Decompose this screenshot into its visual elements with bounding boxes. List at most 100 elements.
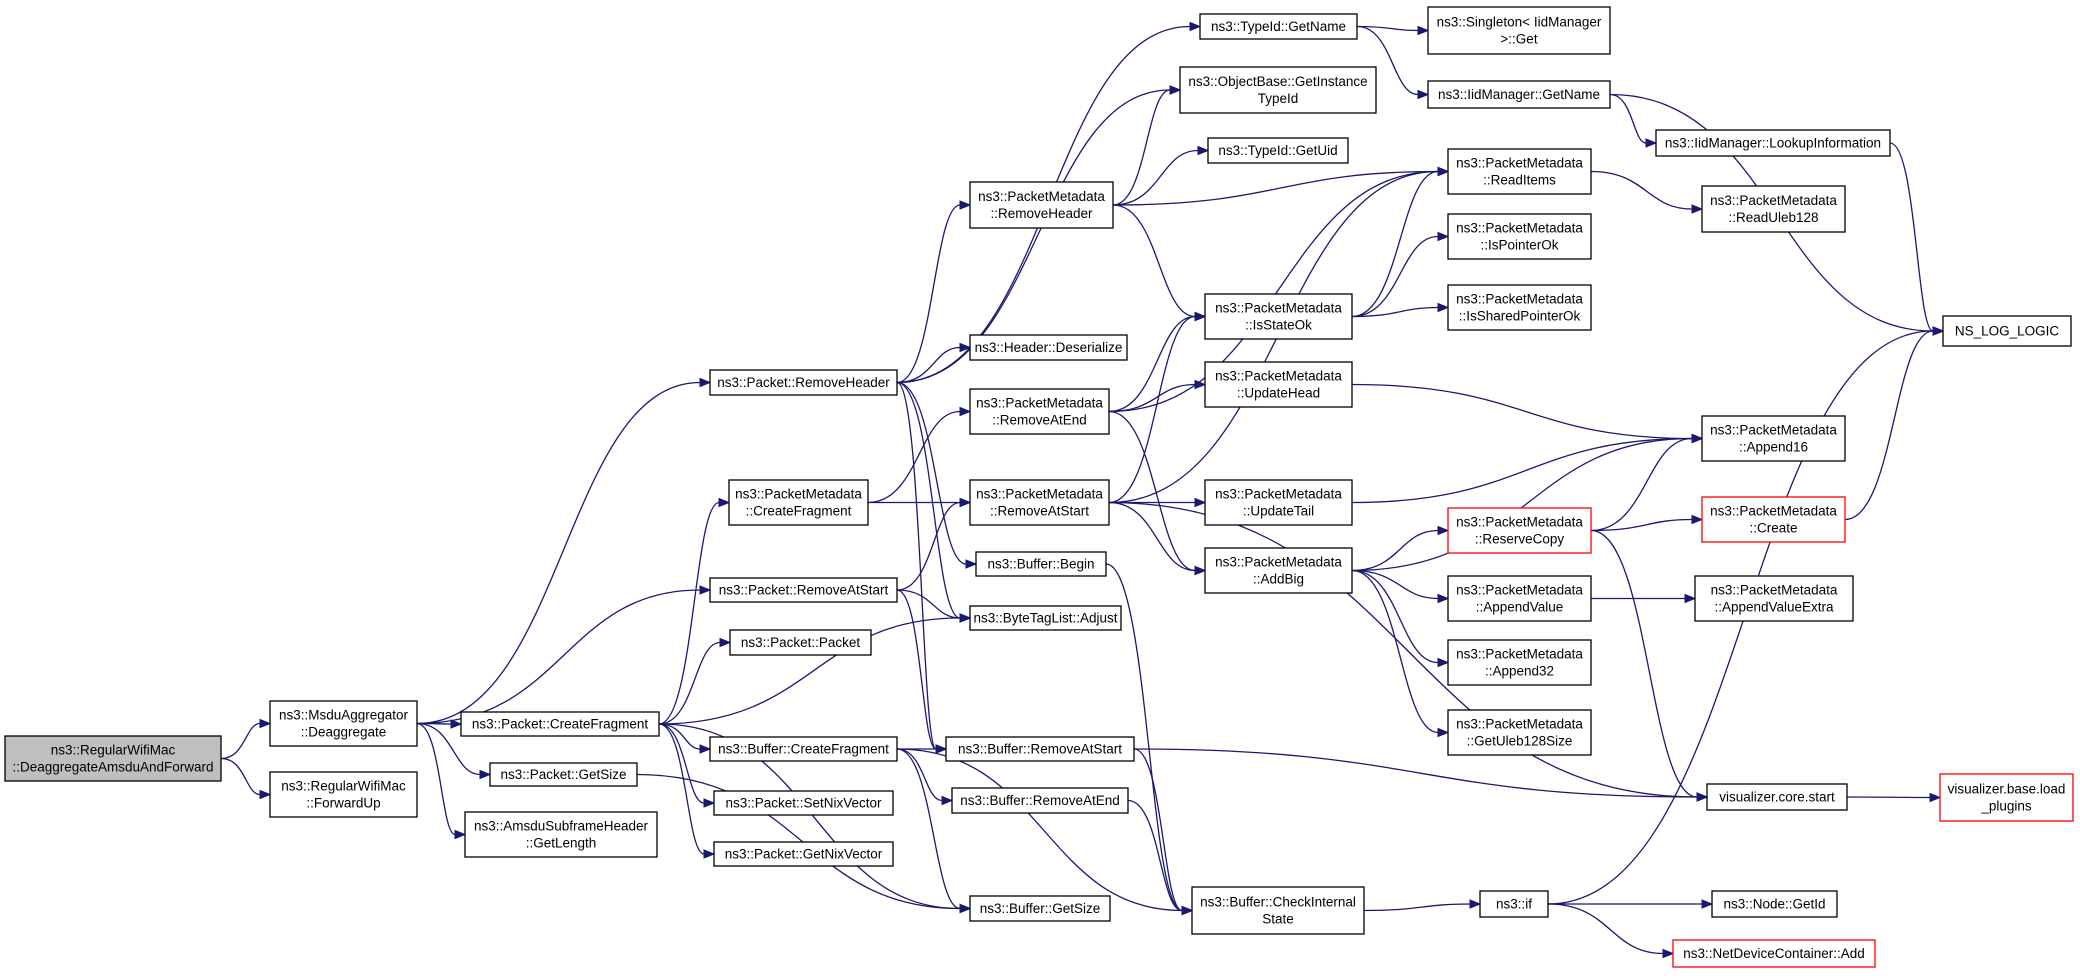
node-pm-readitems[interactable]: ns3::PacketMetadata::ReadItems [1447, 148, 1592, 195]
node-pm-issharedptrok[interactable]: ns3::PacketMetadata::IsSharedPointerOk [1447, 284, 1592, 331]
edge-arrowhead [1691, 433, 1704, 444]
edge-line [1108, 315, 1196, 413]
node-pkt-setnix[interactable]: ns3::Packet::SetNixVector [713, 790, 894, 816]
edge-typeid-getname-to-singleton-get [1356, 25, 1430, 36]
edge-arrowhead [959, 613, 972, 623]
node-label: ns3::Buffer::GetSize [980, 901, 1101, 916]
node-typeid-getuid[interactable]: ns3::TypeId::GetUid [1207, 137, 1349, 164]
node-pm-appendvalueextra[interactable]: ns3::PacketMetadata::AppendValueExtra [1694, 575, 1854, 622]
node-pkt-removeatstart[interactable]: ns3::Packet::RemoveAtStart [709, 577, 898, 603]
node-label: ns3::PacketMetadata [1710, 193, 1837, 208]
node-pm-reservecopy[interactable]: ns3::PacketMetadata::ReserveCopy [1447, 507, 1592, 554]
edge-arrowhead [1169, 85, 1182, 95]
node-btl-adjust[interactable]: ns3::ByteTagList::Adjust [969, 605, 1122, 631]
node-pm-addbig[interactable]: ns3::PacketMetadata::AddBig [1204, 547, 1353, 594]
node-box [1694, 575, 1854, 622]
node-ndc-add[interactable]: ns3::NetDeviceContainer::Add [1672, 939, 1876, 968]
node-pkt-createfragment[interactable]: ns3::Packet::CreateFragment [460, 711, 660, 737]
edge-line [658, 501, 720, 725]
edge-line [1351, 235, 1439, 318]
node-pm-isstateok[interactable]: ns3::PacketMetadata::IsStateOk [1204, 293, 1353, 340]
edge-arrowhead [1437, 727, 1450, 738]
edge-line [867, 410, 961, 504]
node-pm-removeatend[interactable]: ns3::PacketMetadata::RemoveAtEnd [969, 388, 1110, 435]
node-iid-getname[interactable]: ns3::IidManager::GetName [1427, 80, 1611, 109]
edge-arrowhead [959, 342, 972, 353]
edge-arrowhead [1194, 311, 1207, 322]
node-box [1204, 547, 1353, 594]
edge-msdu-deagg-to-pkt-removeheader [416, 377, 712, 725]
node-buf-removeatend[interactable]: ns3::Buffer::RemoveAtEnd [951, 787, 1129, 814]
node-pm-removeheader[interactable]: ns3::PacketMetadata::RemoveHeader [969, 181, 1114, 229]
node-iid-lookupinfo[interactable]: ns3::IidManager::LookupInformation [1655, 129, 1891, 157]
node-typeid-getname[interactable]: ns3::TypeId::GetName [1199, 13, 1358, 40]
edge-pm-addbig-to-pm-append32 [1351, 569, 1450, 668]
node-pm-updatetail[interactable]: ns3::PacketMetadata::UpdateTail [1204, 479, 1353, 526]
edge-line [1590, 170, 1693, 210]
edge-line [1112, 170, 1439, 206]
node-buf-begin[interactable]: ns3::Buffer::Begin [975, 551, 1107, 577]
node-label: ns3::PacketMetadata [1710, 504, 1837, 519]
edge-arrowhead [935, 744, 948, 754]
node-pm-createfragment[interactable]: ns3::PacketMetadata::CreateFragment [728, 479, 869, 526]
node-singleton-get[interactable]: ns3::Singleton< IidManager>::Get [1427, 6, 1611, 55]
node-pkt-packet[interactable]: ns3::Packet::Packet [729, 629, 872, 656]
node-pkt-getnix[interactable]: ns3::Packet::GetNixVector [713, 841, 894, 867]
node-hdr-deserialize[interactable]: ns3::Header::Deserialize [969, 334, 1128, 361]
node-buf-createfragment[interactable]: ns3::Buffer::CreateFragment [709, 736, 898, 762]
node-pm-create[interactable]: ns3::PacketMetadata::Create [1701, 496, 1846, 543]
node-pm-append16[interactable]: ns3::PacketMetadata::Append16 [1701, 415, 1846, 462]
node-pkt-getsize[interactable]: ns3::Packet::GetSize [489, 762, 638, 787]
node-vis-core-start[interactable]: visualizer.core.start [1706, 783, 1848, 811]
edge-arrowhead [1696, 792, 1709, 802]
edge-arrowhead [1662, 948, 1675, 959]
edge-line [1127, 799, 1183, 912]
node-label: ns3::Buffer::CheckInternal [1200, 895, 1356, 910]
node-fwdup[interactable]: ns3::RegularWifiMac::ForwardUp [269, 771, 418, 818]
edge-arrowhead [454, 829, 467, 840]
node-label: ns3::PacketMetadata [1456, 292, 1583, 307]
node-pkt-removeheader[interactable]: ns3::Packet::RemoveHeader [709, 369, 898, 396]
node-msdu-deagg[interactable]: ns3::MsduAggregator::Deaggregate [269, 700, 418, 747]
edge-root-to-fwdup [220, 757, 272, 800]
edge-line [896, 89, 1171, 384]
edge-arrowhead [703, 849, 716, 859]
node-box [969, 895, 1111, 922]
edge-line [416, 722, 456, 836]
node-box [713, 841, 894, 867]
edge-arrowhead [1189, 21, 1202, 32]
edge-pm-addbig-to-pm-appendvalue [1351, 569, 1450, 604]
node-label: ::IsSharedPointerOk [1459, 309, 1581, 324]
node-label: ns3::PacketMetadata [1215, 369, 1342, 384]
node-pm-getuleb128size[interactable]: ns3::PacketMetadata::GetUleb128Size [1447, 709, 1592, 756]
node-pm-ispointerok[interactable]: ns3::PacketMetadata::IsPointerOk [1447, 213, 1592, 260]
edge-pm-reservecopy-to-vis-core-start [1590, 529, 1709, 802]
node-ns3-if[interactable]: ns3::if [1479, 890, 1549, 918]
edge-pm-removeheader-to-pm-isstateok [1112, 204, 1207, 322]
edge-arrowhead [718, 497, 731, 508]
node-ns-log-logic[interactable]: NS_LOG_LOGIC [1942, 315, 2072, 347]
node-box [951, 787, 1129, 814]
node-pm-appendvalue[interactable]: ns3::PacketMetadata::AppendValue [1447, 575, 1592, 622]
node-label: ns3::PacketMetadata [1710, 423, 1837, 438]
node-label: ns3::PacketMetadata [976, 396, 1103, 411]
node-pm-append32[interactable]: ns3::PacketMetadata::Append32 [1447, 639, 1592, 686]
node-root[interactable]: ns3::RegularWifiMac::DeaggregateAmsduAnd… [4, 735, 222, 782]
edge-line [1108, 501, 1196, 572]
edge-arrowhead [699, 377, 712, 388]
node-pm-readuleb128[interactable]: ns3::PacketMetadata::ReadUleb128 [1701, 185, 1846, 233]
node-label: ::AddBig [1253, 572, 1304, 587]
node-amsdu-getlength[interactable]: ns3::AmsduSubframeHeader::GetLength [464, 811, 658, 858]
node-buf-getsize[interactable]: ns3::Buffer::GetSize [969, 895, 1111, 922]
node-vis-load-plugins[interactable]: visualizer.base.load_plugins [1939, 773, 2074, 822]
edge-line [1846, 796, 1931, 799]
node-label: ::RemoveAtStart [990, 504, 1089, 519]
node-node-getid[interactable]: ns3::Node::GetId [1711, 890, 1838, 918]
edge-pm-removeheader-to-objbase-getinst [1112, 85, 1182, 206]
node-pm-updatehead[interactable]: ns3::PacketMetadata::UpdateHead [1204, 361, 1353, 408]
node-buf-removeatstart[interactable]: ns3::Buffer::RemoveAtStart [945, 736, 1135, 762]
node-pm-removeatstart[interactable]: ns3::PacketMetadata::RemoveAtStart [969, 479, 1110, 526]
edge-pkt-createfragment-to-btl-adjust [658, 613, 972, 725]
